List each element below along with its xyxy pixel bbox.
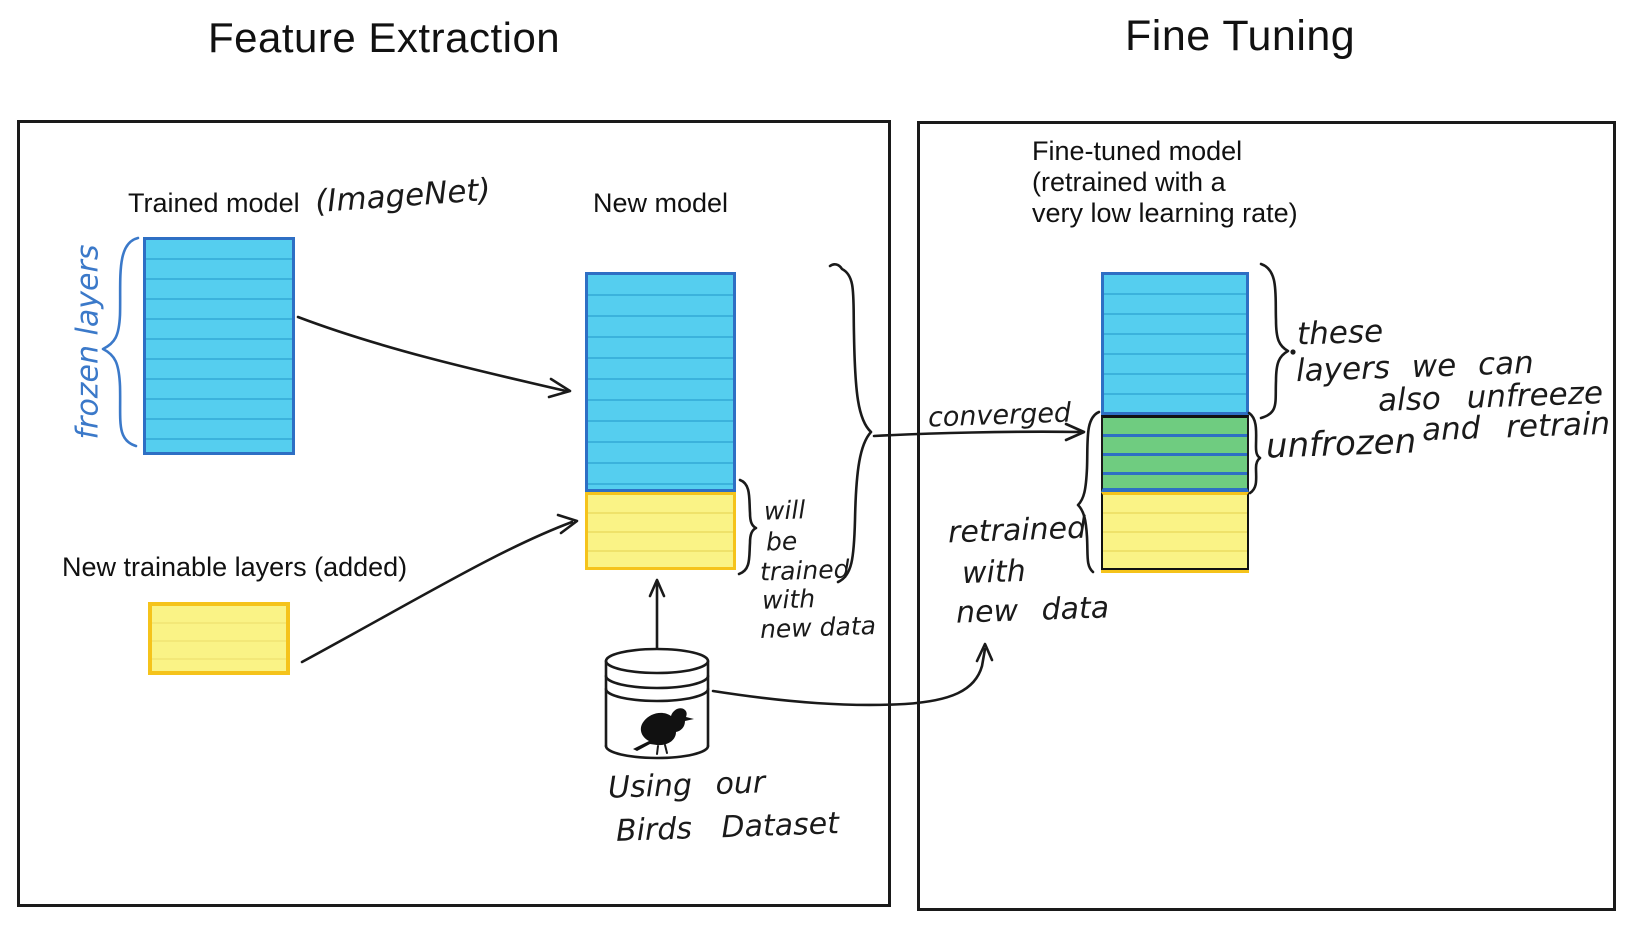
new-model-frozen-block	[585, 272, 736, 492]
finetuned-frozen-block	[1101, 272, 1249, 415]
new-model-label: New model	[593, 188, 729, 218]
finetuned-trainable-block	[1101, 492, 1249, 570]
trainable-layers-added-block	[148, 602, 290, 675]
will-note-line: with	[761, 584, 816, 615]
retrained-note-line-1: retrained	[947, 510, 1087, 551]
page-title-left: Feature Extraction	[208, 14, 561, 61]
unfrozen-note: unfrozen	[1265, 421, 1417, 467]
fine-tuned-label-line-1: Fine-tuned model	[1032, 136, 1243, 166]
trained-model-block	[143, 237, 295, 455]
will-note-line: be	[765, 526, 798, 557]
fine-tuned-label: Fine-tuned model (retrained with a very …	[1032, 136, 1298, 229]
will-note-line: trained	[759, 554, 850, 587]
unfreeze-note-line-4: and retrain	[1421, 405, 1611, 449]
unfreeze-note-line-1: these	[1296, 313, 1384, 353]
finetuned-unfrozen-block	[1101, 415, 1249, 492]
converged-note: converged	[927, 397, 1072, 434]
fine-tuned-label-line-3: very low learning rate)	[1032, 198, 1298, 228]
page-title-right: Fine Tuning	[1125, 12, 1356, 60]
frozen-layers-note: frozen layers	[70, 244, 106, 440]
trained-model-label: Trained model	[128, 188, 300, 218]
fine-tuned-label-line-2: (retrained with a	[1032, 167, 1226, 197]
trainable-layers-label: New trainable layers (added)	[62, 552, 408, 582]
dataset-caption-line-1: Using our	[607, 765, 766, 806]
new-model-trainable-block	[585, 492, 736, 570]
will-note-line: new data	[759, 610, 877, 645]
retrained-note-line-3: new data	[955, 590, 1110, 631]
retrained-note-line-2: with	[961, 553, 1027, 592]
will-note-line: will	[763, 495, 806, 526]
fine-tuning-panel	[917, 121, 1616, 911]
